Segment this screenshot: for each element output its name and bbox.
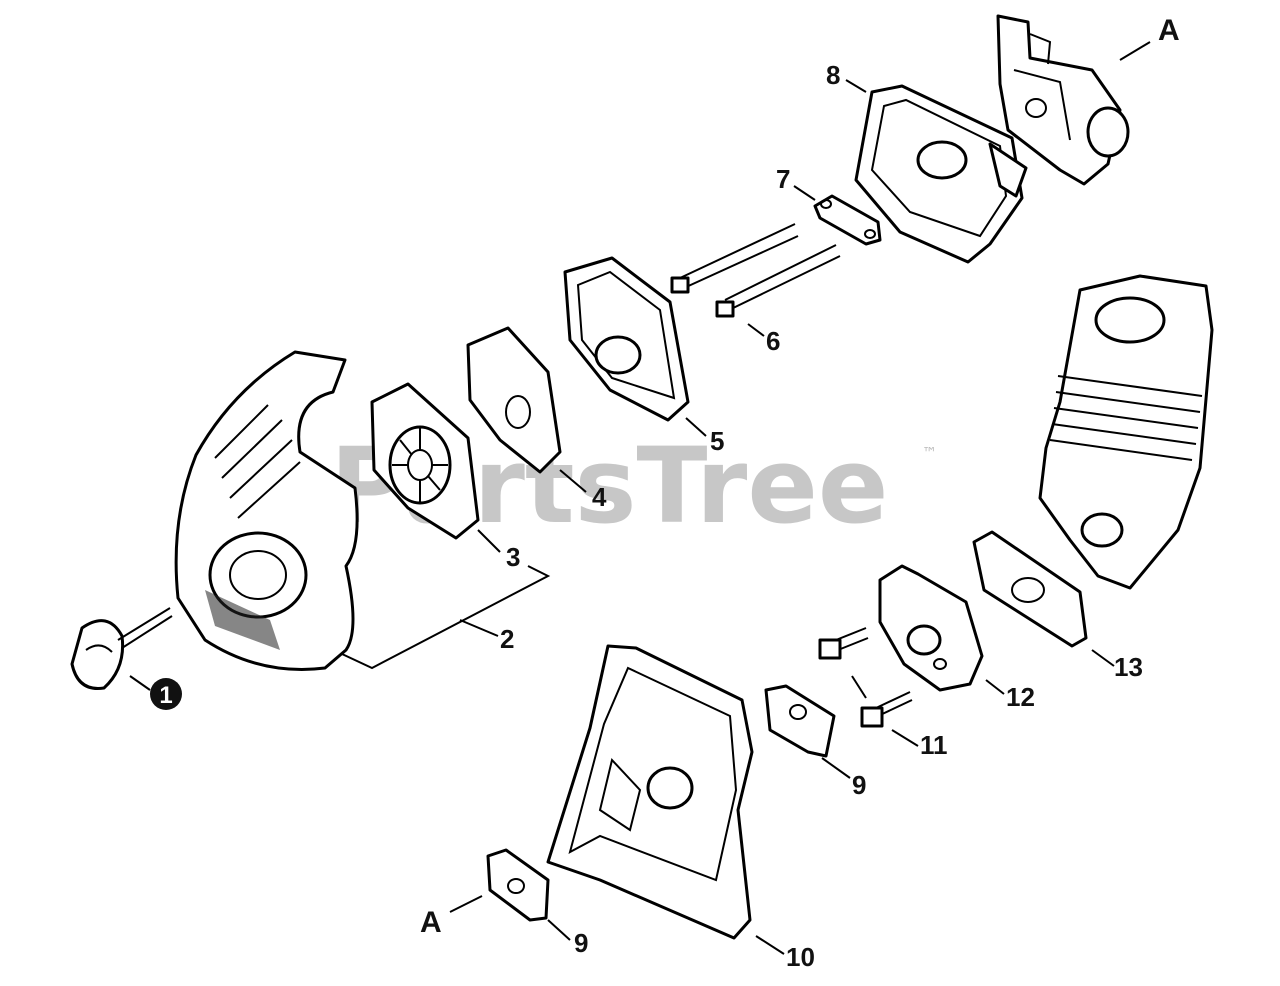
callout-10[interactable]: 10 xyxy=(786,942,815,972)
callout-2[interactable]: 2 xyxy=(500,624,514,654)
part-5-filter-holder[interactable] xyxy=(563,256,690,422)
callout-11[interactable]: 11 xyxy=(920,730,948,760)
watermark-trademark: ™ xyxy=(922,444,937,462)
callout-13[interactable]: 13 xyxy=(1114,652,1143,682)
callout-3[interactable]: 3 xyxy=(506,542,520,572)
cylinder[interactable] xyxy=(1038,274,1214,590)
carburetor[interactable] xyxy=(996,14,1130,186)
callout-12[interactable]: 12 xyxy=(1006,682,1035,712)
callout-8[interactable]: 8 xyxy=(826,60,840,90)
part-11-screws[interactable] xyxy=(818,627,913,728)
callout-4[interactable]: 4 xyxy=(592,482,607,512)
part-9-gasket-upper[interactable] xyxy=(764,684,836,758)
part-8-air-cleaner-case[interactable] xyxy=(854,84,1028,264)
ref-a-bottom: A xyxy=(420,906,442,939)
callout-1-badge xyxy=(150,678,182,710)
callout-9-lower[interactable]: 9 xyxy=(574,928,588,958)
part-12-insulator[interactable] xyxy=(878,564,984,692)
callout-7[interactable]: 7 xyxy=(776,164,790,194)
part-1-knob[interactable] xyxy=(70,607,173,690)
callout-1: 1 xyxy=(159,682,172,709)
part-6-bolts[interactable] xyxy=(670,223,841,318)
callout-9-upper[interactable]: 9 xyxy=(852,770,866,800)
part-7-bracket[interactable] xyxy=(813,194,882,246)
callout-6[interactable]: 6 xyxy=(766,326,780,356)
part-3-filter-frame[interactable] xyxy=(370,382,480,540)
callout-5[interactable]: 5 xyxy=(710,426,724,456)
part-4-filter-element[interactable] xyxy=(466,326,562,474)
part-9-gasket-lower[interactable] xyxy=(486,848,550,922)
ref-a-top: A xyxy=(1158,14,1180,47)
leader-lines xyxy=(129,41,1151,955)
part-2-cover[interactable] xyxy=(174,350,359,671)
part-13-gasket[interactable] xyxy=(972,530,1088,648)
part-10-bracket-housing[interactable] xyxy=(546,644,754,940)
